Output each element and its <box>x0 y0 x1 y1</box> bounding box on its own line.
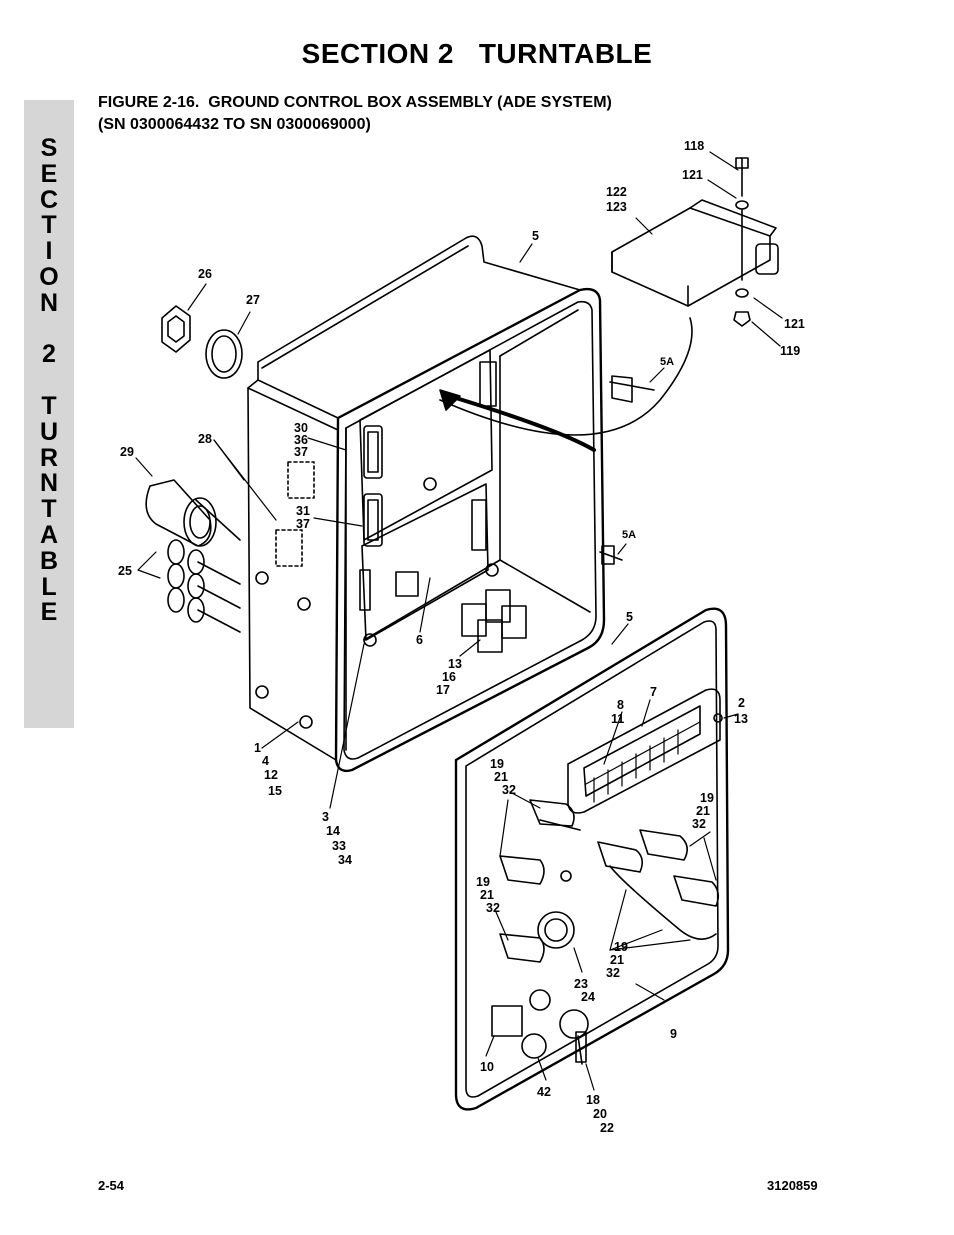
callout-9: 9 <box>670 1027 677 1041</box>
callout-32: 32 <box>502 783 516 797</box>
callout-21: 21 <box>480 888 494 902</box>
callout-32: 32 <box>606 966 620 980</box>
side-tab-letter: N <box>39 288 59 317</box>
callout-19: 19 <box>476 875 490 889</box>
section-title: SECTION 2 TURNTABLE <box>301 38 653 69</box>
side-hardware <box>145 305 243 633</box>
callout-37: 37 <box>296 517 310 531</box>
callout-121: 121 <box>682 168 703 182</box>
side-tab-letter: E <box>40 159 58 188</box>
callout-19: 19 <box>614 940 628 954</box>
side-tab-letter: R <box>39 443 59 472</box>
callout-19: 19 <box>490 757 504 771</box>
callout-31: 31 <box>296 504 310 518</box>
callout-123: 123 <box>606 200 627 214</box>
callout-20: 20 <box>593 1107 607 1121</box>
callout-29: 29 <box>120 445 134 459</box>
callout-16: 16 <box>442 670 456 684</box>
callout-12: 12 <box>264 768 278 782</box>
callout-11: 11 <box>611 712 624 726</box>
callout-21: 21 <box>610 953 624 967</box>
callout-5: 5 <box>532 229 539 243</box>
figure-title-line1: FIGURE 2-16. GROUND CONTROL BOX ASSEMBLY… <box>98 94 612 111</box>
side-tab-letter: E <box>40 598 58 627</box>
callout-26: 26 <box>198 267 212 281</box>
callout-121: 121 <box>784 317 805 331</box>
callout-22: 22 <box>600 1121 614 1135</box>
wire-harness <box>439 317 693 452</box>
callout-23: 23 <box>574 977 588 991</box>
callout-18: 18 <box>586 1093 600 1107</box>
section-side-tab: S E C T I O N 2 T U R N T A B L E <box>24 100 74 728</box>
callout-2: 2 <box>738 696 745 710</box>
side-tab-letter: S <box>40 134 58 162</box>
side-tab-letter: 2 <box>42 340 56 369</box>
side-tab-letter: U <box>39 417 59 446</box>
callout-labels: 118 121 122 123 121 119 5 5A 5A 26 27 28… <box>118 139 805 1135</box>
document-number: 3120859 <box>767 1178 818 1193</box>
module-assembly <box>611 157 779 327</box>
callout-32: 32 <box>692 817 706 831</box>
callout-25: 25 <box>118 564 132 578</box>
callout-15: 15 <box>268 784 282 798</box>
callout-3: 3 <box>322 810 329 824</box>
callout-1: 1 <box>254 741 261 755</box>
figure-title-line2: (SN 0300064432 TO SN 0300069000) <box>98 116 371 133</box>
side-tab-letter: B <box>39 546 59 575</box>
callout-37: 37 <box>294 445 308 459</box>
callout-19: 19 <box>700 791 714 805</box>
figure-title: FIGURE 2-16. GROUND CONTROL BOX ASSEMBLY… <box>98 92 612 136</box>
callout-5a: 5A <box>622 529 636 541</box>
callout-13: 13 <box>734 712 748 726</box>
callout-21: 21 <box>696 804 710 818</box>
callout-122: 122 <box>606 185 627 199</box>
callout-30: 30 <box>294 421 308 435</box>
callout-5a: 5A <box>660 356 674 368</box>
callout-5: 5 <box>626 610 633 624</box>
callout-4: 4 <box>262 754 269 768</box>
circuit-connectors <box>359 361 499 647</box>
callout-118: 118 <box>684 139 704 153</box>
callout-17: 17 <box>436 683 450 697</box>
callout-10: 10 <box>480 1060 494 1074</box>
callout-36: 36 <box>294 433 308 447</box>
callout-42: 42 <box>537 1085 551 1099</box>
front-cover-panel <box>454 607 730 1111</box>
callout-27: 27 <box>246 293 260 307</box>
side-tab-letter: A <box>39 520 59 549</box>
side-tab-letter: L <box>41 572 57 601</box>
callout-6: 6 <box>416 633 423 647</box>
callout-34: 34 <box>338 853 352 867</box>
callout-32: 32 <box>486 901 500 915</box>
callout-28: 28 <box>198 432 212 446</box>
callout-33: 33 <box>332 839 346 853</box>
side-tab-letter: T <box>41 211 57 240</box>
side-tab-letter: I <box>45 237 53 266</box>
leader-lines <box>135 151 783 1091</box>
side-tab-letter: N <box>39 469 59 498</box>
callout-24: 24 <box>581 990 595 1004</box>
side-tab-letters: S E C T I O N 2 T U R N T A B L E <box>24 134 74 627</box>
callout-119: 119 <box>780 344 800 358</box>
callout-21: 21 <box>494 770 508 784</box>
side-tab-letter: C <box>39 185 59 214</box>
side-tab-letter: O <box>39 262 59 291</box>
fittings-5a <box>599 375 655 565</box>
callout-13: 13 <box>448 657 462 671</box>
side-tab-letter: T <box>41 391 57 420</box>
relays <box>461 589 527 653</box>
side-tab-letter: T <box>41 495 57 524</box>
callout-14: 14 <box>326 824 340 838</box>
callout-7: 7 <box>650 685 657 699</box>
callout-8: 8 <box>617 698 624 712</box>
enclosure-box <box>247 235 606 773</box>
page-number: 2-54 <box>98 1178 125 1193</box>
